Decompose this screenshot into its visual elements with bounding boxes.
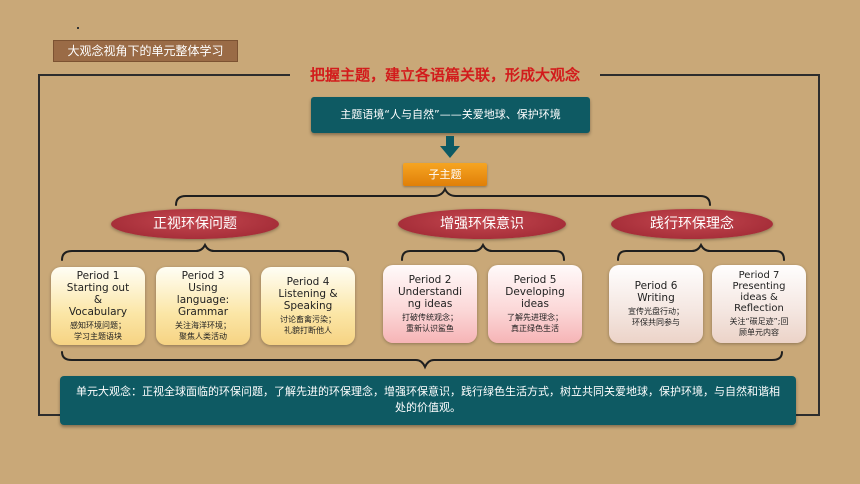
header-tag: 大观念视角下的单元整体学习 [53,40,238,62]
period-1-card: Period 1 Starting out & Vocabulary 感知环境问… [51,267,145,345]
period-title: Period 7 Presenting ideas & Reflection [732,270,786,314]
period-4-card: Period 4 Listening & Speaking 讨论畜禽污染； 礼貌… [261,267,355,345]
subtopic-box: 子主题 [403,163,487,186]
theme-face-issues: 正视环保问题 [111,209,279,239]
frame-title: 把握主题，建立各语篇关联，形成大观念 [290,64,600,86]
topic-box: 主题语境“人与自然”——关爱地球、保护环境 [311,97,590,133]
period-title: Period 2 Understandi ng ideas [397,274,463,310]
period-desc: 了解先进理念； 真正绿色生活 [507,313,563,333]
decorative-dot [77,27,79,29]
period-desc: 讨论畜禽污染； 礼貌打断他人 [280,315,336,335]
period-desc: 打破传统观念； 重新认识鲨鱼 [402,313,458,333]
theme-raise-awareness: 增强环保意识 [398,209,566,239]
period-5-card: Period 5 Developing ideas 了解先进理念； 真正绿色生活 [488,265,582,343]
period-title: Period 6 Writing [634,280,678,304]
period-title: Period 5 Developing ideas [505,274,565,310]
period-2-card: Period 2 Understandi ng ideas 打破传统观念； 重新… [383,265,477,343]
period-title: Period 4 Listening & Speaking [278,276,338,312]
period-title: Period 3 Using language: Grammar [176,270,230,318]
period-desc: 关注海洋环境； 聚焦人类活动 [175,321,231,341]
theme-practice-concepts: 践行环保理念 [611,209,773,239]
period-desc: 关注“碳足迹”;回 顾单元内容 [729,317,789,337]
period-desc: 宣传光盘行动； 环保共同参与 [628,307,684,327]
down-arrow-icon [440,136,460,158]
period-title: Period 1 Starting out & Vocabulary [66,270,130,318]
period-6-card: Period 6 Writing 宣传光盘行动； 环保共同参与 [609,265,703,343]
period-3-card: Period 3 Using language: Grammar 关注海洋环境；… [156,267,250,345]
period-7-card: Period 7 Presenting ideas & Reflection 关… [712,265,806,343]
period-desc: 感知环境问题； 学习主题语块 [70,321,126,341]
unit-big-idea-summary: 单元大观念：正视全球面临的环保问题，了解先进的环保理念，增强环保意识，践行绿色生… [60,376,796,425]
